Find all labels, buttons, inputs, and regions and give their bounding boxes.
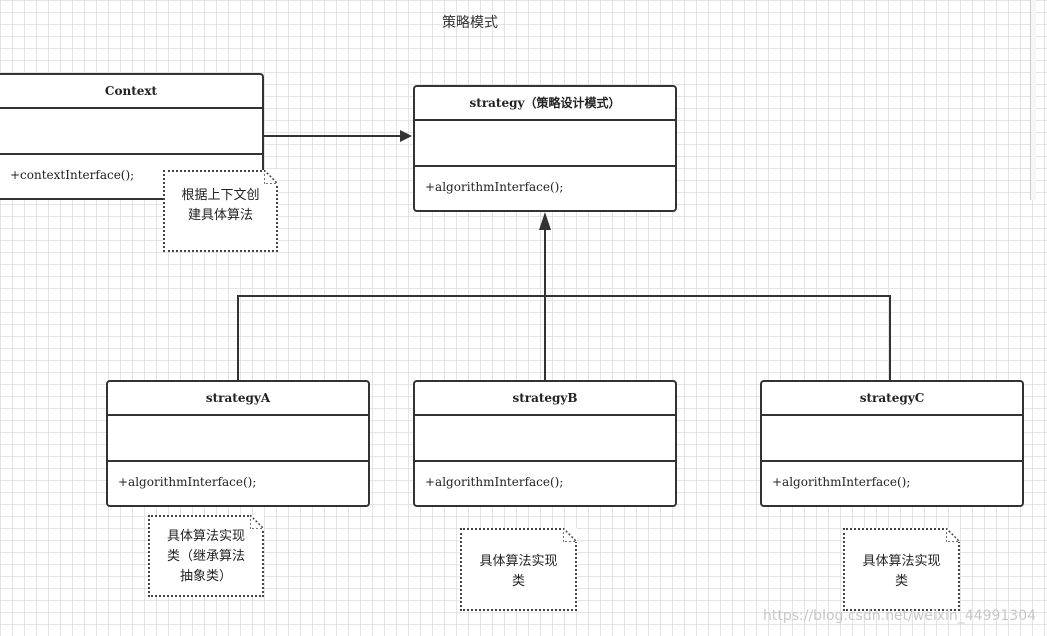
strategy-a-note-line-3: 抽象类） — [179, 569, 232, 584]
strategy-b-note-line-2: 类 — [511, 574, 525, 589]
inheritance-lines — [237, 212, 891, 381]
strategy-a-note-line-1: 具体算法实现 — [166, 529, 245, 544]
strategy-class[interactable]: strategy（策略设计模式） +algorithmInterface(); — [413, 85, 677, 212]
strategy-a-note[interactable]: 具体算法实现 类（继承算法 抽象类） — [148, 515, 264, 597]
inheritance-arrowhead — [539, 212, 551, 230]
strategy-b-attributes — [415, 416, 675, 462]
note-fold-icon — [264, 170, 278, 184]
context-note-line-2: 建具体算法 — [187, 208, 253, 223]
strategy-a-operation: +algorithmInterface(); — [118, 475, 257, 489]
strategy-c-note[interactable]: 具体算法实现 类 — [843, 528, 960, 611]
strategy-class-name: strategy（策略设计模式） — [415, 87, 675, 121]
note-fold-icon — [250, 515, 264, 529]
context-attributes — [0, 109, 262, 155]
note-fold-icon — [563, 528, 577, 542]
context-class-name: Context — [0, 75, 262, 109]
strategy-c-note-line-1: 具体算法实现 — [862, 554, 941, 569]
strategy-b-note[interactable]: 具体算法实现 类 — [460, 528, 577, 611]
strategy-c-class-name: strategyC — [762, 382, 1022, 416]
strategy-c-attributes — [762, 416, 1022, 462]
strategy-a-attributes — [108, 416, 368, 462]
strategy-operation: +algorithmInterface(); — [425, 180, 564, 194]
context-note-line-1: 根据上下文创 — [181, 188, 260, 203]
strategy-b-note-line-1: 具体算法实现 — [479, 554, 558, 569]
strategy-b-class-name: strategyB — [415, 382, 675, 416]
note-fold-icon — [946, 528, 960, 542]
strategy-a-class-name: strategyA — [108, 382, 368, 416]
scrollbar-edge — [1030, 0, 1036, 200]
context-operation: +contextInterface(); — [10, 168, 135, 182]
diagram-title: 策略模式 — [442, 15, 498, 31]
strategy-c-note-line-2: 类 — [894, 574, 908, 589]
strategy-attributes — [415, 121, 675, 167]
strategy-b-operation: +algorithmInterface(); — [425, 475, 564, 489]
strategy-b-class[interactable]: strategyB +algorithmInterface(); — [413, 380, 677, 507]
strategy-a-note-line-2: 类（继承算法 — [166, 549, 245, 564]
watermark: https://blog.csdn.net/weixin_44991304 — [763, 608, 1037, 624]
strategy-a-class[interactable]: strategyA +algorithmInterface(); — [106, 380, 370, 507]
strategy-c-operation: +algorithmInterface(); — [772, 475, 911, 489]
context-note[interactable]: 根据上下文创 建具体算法 — [163, 170, 278, 252]
strategy-c-class[interactable]: strategyC +algorithmInterface(); — [760, 380, 1024, 507]
